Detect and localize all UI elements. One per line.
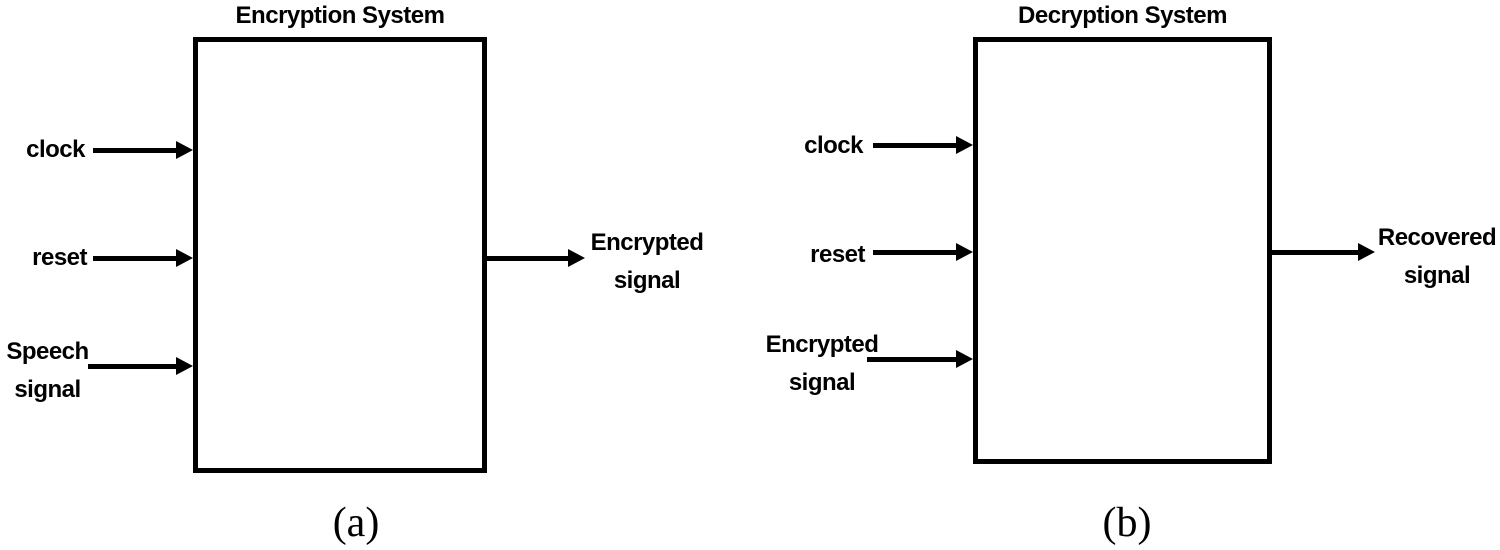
input-arrow-reset-b — [873, 242, 973, 262]
input-label-reset-b: reset — [810, 241, 865, 268]
input-arrow-clock-a — [93, 140, 193, 160]
arrow-line — [867, 357, 958, 362]
arrow-line — [873, 250, 958, 255]
decryption-system-title: Decryption System — [1018, 2, 1227, 29]
arrow-head-icon — [956, 350, 973, 368]
arrow-line — [873, 143, 958, 148]
input-arrow-clock-b — [873, 135, 973, 155]
decryption-system-box — [973, 37, 1272, 464]
input-label-reset-a: reset — [32, 244, 87, 271]
input-label-clock-b: clock — [804, 132, 863, 159]
caption-b: (b) — [1102, 500, 1152, 546]
arrow-head-icon — [1358, 243, 1375, 261]
arrow-head-icon — [176, 357, 193, 375]
arrow-line — [88, 364, 178, 369]
arrow-head-icon — [568, 249, 585, 267]
input-arrow-speech-signal — [88, 356, 193, 376]
arrow-head-icon — [176, 249, 193, 267]
arrow-line — [487, 256, 570, 261]
input-label-speech-signal: Speech signal — [6, 338, 89, 403]
caption-a: (a) — [332, 500, 380, 546]
arrow-line — [1272, 250, 1360, 255]
output-label-recovered-signal: Recovered signal — [1377, 224, 1497, 289]
arrow-line — [93, 148, 178, 153]
arrow-head-icon — [956, 136, 973, 154]
output-label-encrypted-signal: Encrypted signal — [590, 229, 704, 294]
arrow-head-icon — [956, 243, 973, 261]
input-arrow-encrypted-signal — [867, 349, 973, 369]
output-arrow-recovered-signal — [1272, 242, 1375, 262]
output-arrow-encrypted-signal — [487, 248, 585, 268]
input-arrow-reset-a — [93, 248, 193, 268]
encryption-system-title: Encryption System — [235, 2, 445, 29]
encryption-system-box — [193, 37, 487, 473]
input-label-clock-a: clock — [26, 136, 85, 163]
arrow-line — [93, 256, 178, 261]
arrow-head-icon — [176, 141, 193, 159]
input-label-encrypted-signal: Encrypted signal — [765, 331, 879, 396]
